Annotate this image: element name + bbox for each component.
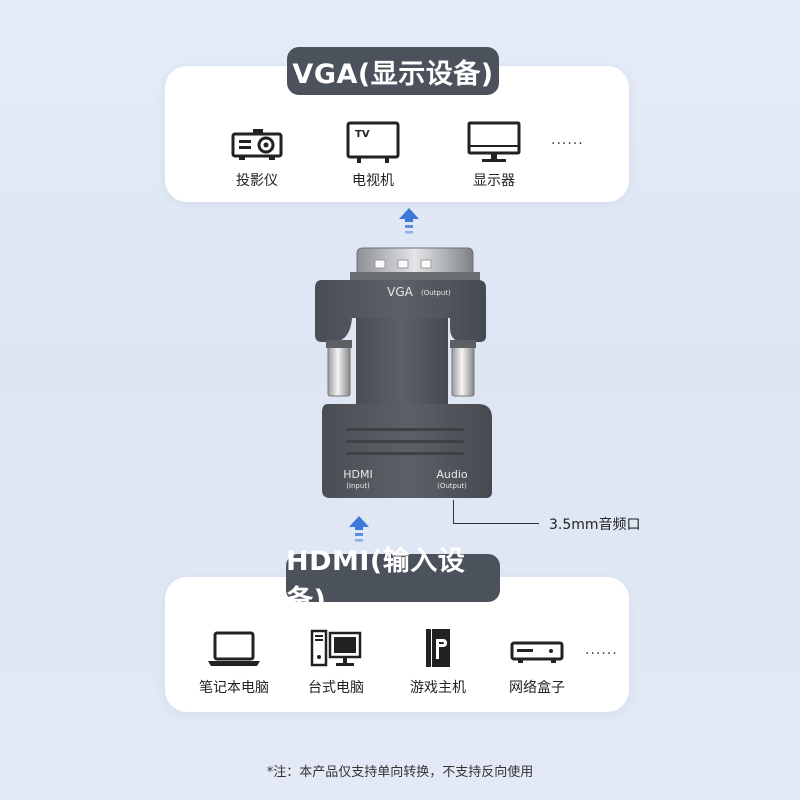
device-laptop: 笔记本电脑 xyxy=(184,627,284,697)
device-label: 台式电脑 xyxy=(308,680,364,696)
arrow-up-icon xyxy=(349,516,369,542)
vga-port-label: VGA xyxy=(387,285,414,299)
device-monitor: 显示器 xyxy=(444,120,544,190)
device-network-box: 网络盒子 xyxy=(487,627,587,697)
network-box-icon xyxy=(510,641,564,663)
device-desktop: 台式电脑 xyxy=(286,627,386,697)
device-label: 电视机 xyxy=(352,173,394,189)
callout-line xyxy=(453,500,539,524)
monitor-icon xyxy=(467,121,521,162)
laptop-icon xyxy=(208,631,260,666)
audio-jack-callout: 3.5mm音频口 xyxy=(549,517,641,533)
device-label: 游戏主机 xyxy=(410,680,466,696)
vga-port-sub: (Output) xyxy=(421,289,451,297)
device-label: 网络盒子 xyxy=(509,680,565,696)
device-tv: TV 电视机 xyxy=(323,120,423,190)
tv-mark: TV xyxy=(355,129,370,140)
vga-hdmi-adapter: VGA (Output) HDMI (Input) Audio (Output) xyxy=(315,247,492,498)
projector-icon xyxy=(231,129,283,160)
device-label: 投影仪 xyxy=(236,173,278,189)
output-section-title: VGA(显示设备) xyxy=(287,47,499,95)
input-section-title: HDMI(输入设备) xyxy=(286,546,500,616)
hdmi-port-sub: (Input) xyxy=(346,482,370,490)
device-label: 笔记本电脑 xyxy=(199,680,269,696)
more-devices-ellipsis: ...... xyxy=(585,642,618,658)
more-devices-ellipsis: ...... xyxy=(551,132,584,148)
device-projector: 投影仪 xyxy=(207,120,307,190)
device-game-console: 游戏主机 xyxy=(388,627,488,697)
game-console-icon xyxy=(426,629,450,667)
footnote: *注：本产品仅支持单向转换，不支持反向使用 xyxy=(266,765,534,780)
arrow-up-icon xyxy=(399,208,419,234)
audio-port-label: Audio xyxy=(436,468,468,481)
audio-port-sub: (Output) xyxy=(437,482,467,490)
device-label: 显示器 xyxy=(473,173,515,189)
desktop-icon xyxy=(310,629,362,667)
tv-icon: TV xyxy=(346,121,400,163)
hdmi-port-label: HDMI xyxy=(343,468,372,481)
